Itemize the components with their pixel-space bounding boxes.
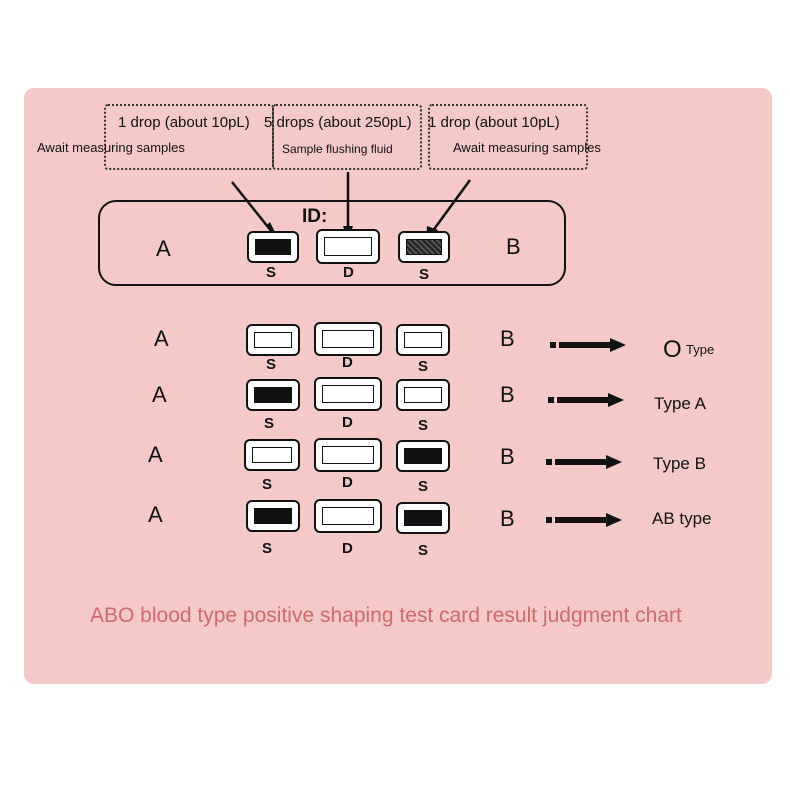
row-arrow-icon bbox=[546, 513, 622, 527]
row-label-s-left: S bbox=[266, 356, 277, 373]
row-label-s-left: S bbox=[264, 415, 275, 432]
result-o-type: Type bbox=[686, 342, 715, 357]
row-well-s-right bbox=[396, 440, 450, 472]
row-letter-b: B bbox=[500, 444, 515, 469]
middle-annotation-box bbox=[272, 104, 422, 170]
card-label-s-right: S bbox=[419, 266, 430, 283]
row-label-d: D bbox=[342, 414, 353, 431]
await-left-label: Await measuring samples bbox=[37, 140, 185, 155]
arrow-head bbox=[608, 393, 624, 407]
result-type-b: Type B bbox=[653, 454, 706, 473]
row-arrow-icon bbox=[546, 455, 622, 469]
arrow-shaft bbox=[555, 459, 607, 465]
row-arrow-icon bbox=[548, 393, 624, 407]
test-card-strip bbox=[98, 200, 566, 286]
row-letter-b: B bbox=[500, 506, 515, 531]
await-right-label: Await measuring samples bbox=[453, 140, 601, 155]
right-annotation-box bbox=[428, 104, 588, 170]
row-well-s-right bbox=[396, 502, 450, 534]
card-well-d bbox=[316, 229, 380, 264]
arrow-shaft bbox=[557, 397, 609, 403]
card-well-s-right bbox=[398, 231, 450, 263]
row-letter-a: A bbox=[148, 502, 163, 527]
card-label-s-left: S bbox=[266, 264, 277, 281]
arrow-head bbox=[610, 338, 626, 352]
card-label-d: D bbox=[343, 264, 354, 281]
arrow-tail bbox=[546, 517, 552, 523]
id-label: ID: bbox=[302, 206, 328, 227]
arrow-head bbox=[606, 513, 622, 527]
row-well-s-left bbox=[246, 500, 300, 532]
row-letter-a: A bbox=[148, 442, 163, 467]
chart-caption: ABO blood type positive shaping test car… bbox=[90, 604, 682, 627]
arrow-head bbox=[606, 455, 622, 469]
arrow-shaft bbox=[559, 342, 611, 348]
result-type-ab: AB type bbox=[652, 509, 712, 528]
row-letter-a: A bbox=[152, 382, 167, 407]
drop-left-label: 1 drop (about 10pL) bbox=[118, 114, 250, 131]
row-letter-b: B bbox=[500, 326, 515, 351]
card-letter-a: A bbox=[156, 236, 171, 261]
drop-right-label: 1 drop (about 10pL) bbox=[428, 114, 560, 131]
row-letter-a: A bbox=[154, 326, 169, 351]
result-o-letter: O bbox=[663, 336, 682, 363]
row-label-d: D bbox=[342, 474, 353, 491]
row-well-s-right bbox=[396, 379, 450, 411]
flush-label: Sample flushing fluid bbox=[282, 142, 393, 156]
row-label-s-left: S bbox=[262, 540, 273, 557]
row-well-s-left bbox=[244, 439, 300, 471]
result-type-a: Type A bbox=[654, 394, 706, 413]
row-arrow-icon bbox=[550, 338, 626, 352]
drop-middle-label: 5 drops (about 250pL) bbox=[264, 114, 412, 131]
arrow-shaft bbox=[555, 517, 607, 523]
arrow-tail bbox=[548, 397, 554, 403]
row-label-d: D bbox=[342, 354, 353, 371]
row-label-s-right: S bbox=[418, 417, 429, 434]
arrow-tail bbox=[546, 459, 552, 465]
row-letter-b: B bbox=[500, 382, 515, 407]
row-well-d bbox=[314, 322, 382, 356]
row-well-s-left bbox=[246, 379, 300, 411]
row-well-d bbox=[314, 438, 382, 472]
card-letter-b: B bbox=[506, 234, 521, 259]
row-label-s-left: S bbox=[262, 476, 273, 493]
row-label-d: D bbox=[342, 540, 353, 557]
row-label-s-right: S bbox=[418, 358, 429, 375]
card-well-s-left bbox=[247, 231, 299, 263]
row-well-d bbox=[314, 499, 382, 533]
row-label-s-right: S bbox=[418, 542, 429, 559]
arrow-tail bbox=[550, 342, 556, 348]
row-label-s-right: S bbox=[418, 478, 429, 495]
row-well-s-left bbox=[246, 324, 300, 356]
row-well-d bbox=[314, 377, 382, 411]
row-well-s-right bbox=[396, 324, 450, 356]
